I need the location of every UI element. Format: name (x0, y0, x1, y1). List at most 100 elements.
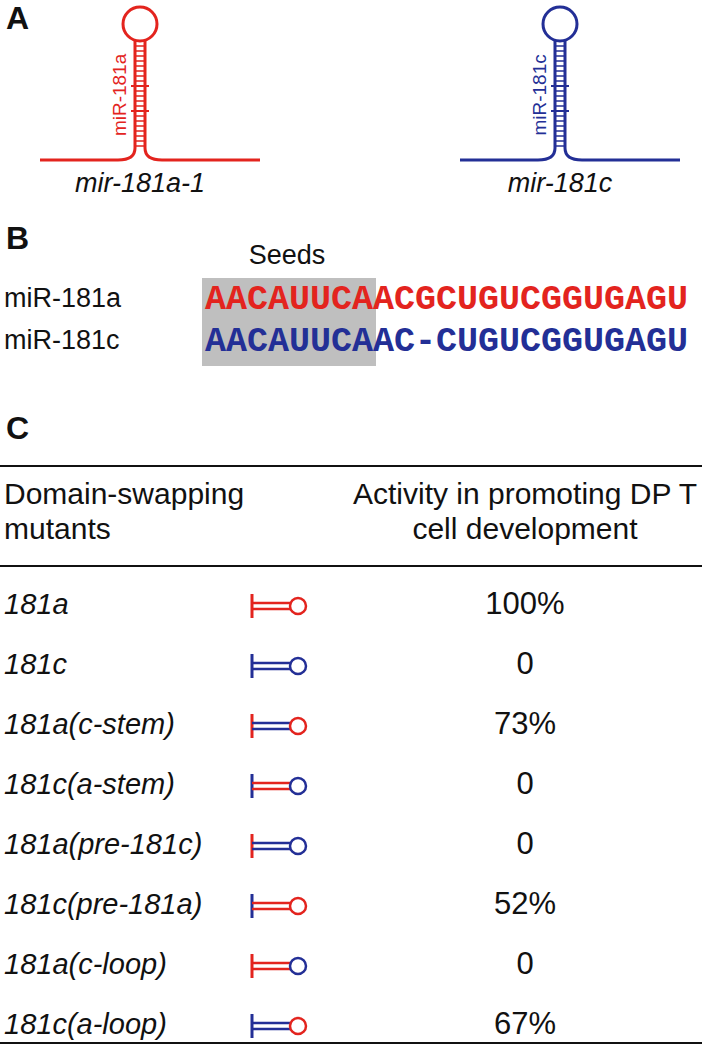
hairpin-strand (460, 40, 555, 160)
base-pair (135, 80, 145, 82)
icon-flank (251, 654, 254, 678)
sequence: AACAUUCAAC-CUGUCGGUGAGU (205, 322, 688, 362)
base-pair (555, 130, 565, 132)
base-pair (555, 115, 565, 117)
icon-stem (252, 908, 290, 911)
icon-stem (252, 668, 290, 671)
table-cell: 0 (516, 946, 533, 982)
panel-label: A (6, 0, 29, 37)
icon-flank (251, 954, 254, 978)
table-rule (0, 1042, 702, 1044)
base-pair (135, 50, 145, 52)
base-pair (555, 50, 565, 52)
table-cell: 0 (516, 826, 533, 862)
mirna-name: miR-181c (529, 54, 551, 135)
base-pair (135, 90, 145, 92)
base-pair (555, 145, 565, 147)
icon-stem (252, 602, 290, 605)
base-pair (555, 75, 565, 77)
table-cell: 181c(pre-181a) (4, 888, 202, 921)
base-pair (135, 130, 145, 132)
icon-loop (290, 658, 306, 674)
icon-flank (251, 1014, 254, 1038)
icon-stem (252, 722, 290, 725)
base-pair (555, 80, 565, 82)
icon-stem (252, 788, 290, 791)
base-pair (135, 140, 145, 142)
seed-label: Seeds (249, 240, 326, 271)
icon-loop (290, 898, 306, 914)
base-pair (135, 60, 145, 62)
bulge (551, 110, 569, 112)
icon-stem (252, 662, 290, 665)
icon-stem (252, 848, 290, 851)
base-pair (555, 135, 565, 137)
icon-stem (252, 902, 290, 905)
base-pair (555, 70, 565, 72)
bulge (131, 85, 149, 87)
bulge (131, 110, 149, 112)
icon-stem (252, 1022, 290, 1025)
hairpin-loop (543, 7, 577, 41)
table-cell: 0 (516, 766, 533, 802)
mirna-name: miR-181a (109, 54, 131, 136)
table-cell: 181a (4, 588, 69, 621)
icon-stem (252, 842, 290, 845)
sequence-name: miR-181a (4, 283, 121, 314)
icon-loop (290, 718, 306, 734)
table-rule (0, 565, 702, 567)
sequence: AACAUUCAACGCUGUCGGUGAGU (205, 280, 688, 320)
icon-stem (252, 782, 290, 785)
gene-name: mir-181a-1 (75, 168, 205, 199)
icon-loop (290, 778, 306, 794)
base-pair (135, 145, 145, 147)
table-cell: 181c(a-stem) (4, 768, 175, 801)
hairpin-strand (40, 40, 135, 160)
base-pair (555, 105, 565, 107)
base-pair (555, 100, 565, 102)
base-pair (135, 100, 145, 102)
icon-flank (251, 714, 254, 738)
sequence-name: miR-181c (4, 325, 120, 356)
icon-stem (252, 962, 290, 965)
table-cell: 181a(c-stem) (4, 708, 175, 741)
table-cell: 0 (516, 646, 533, 682)
icon-stem (252, 728, 290, 731)
base-pair (555, 140, 565, 142)
base-pair (555, 95, 565, 97)
table-cell: 181c (4, 648, 67, 681)
base-pair (555, 65, 565, 67)
gene-name: mir-181c (508, 168, 613, 199)
base-pair (555, 55, 565, 57)
table-cell: 181c(a-loop) (4, 1008, 167, 1041)
icon-loop (290, 1018, 306, 1034)
icon-loop (290, 958, 306, 974)
table-cell: 67% (494, 1006, 556, 1042)
table-rule (0, 465, 702, 467)
table-cell: 181a(pre-181c) (4, 828, 202, 861)
hairpin-strand (145, 40, 260, 160)
icon-loop (290, 598, 306, 614)
table-cell: 100% (485, 586, 564, 622)
column-header: Domain-swapping mutants (4, 477, 334, 546)
table-cell: 181a(c-loop) (4, 948, 167, 981)
panel-label: B (6, 220, 29, 257)
icon-flank (251, 774, 254, 798)
icon-loop (290, 838, 306, 854)
icon-flank (251, 834, 254, 858)
table-cell: 52% (494, 886, 556, 922)
base-pair (135, 75, 145, 77)
base-pair (555, 45, 565, 47)
base-pair (135, 45, 145, 47)
base-pair (555, 120, 565, 122)
bulge (551, 85, 569, 87)
base-pair (135, 115, 145, 117)
icon-flank (251, 594, 254, 618)
base-pair (555, 125, 565, 127)
base-pair (135, 120, 145, 122)
base-pair (135, 105, 145, 107)
hairpin-loop (123, 7, 157, 41)
base-pair (555, 90, 565, 92)
base-pair (135, 55, 145, 57)
base-pair (135, 125, 145, 127)
